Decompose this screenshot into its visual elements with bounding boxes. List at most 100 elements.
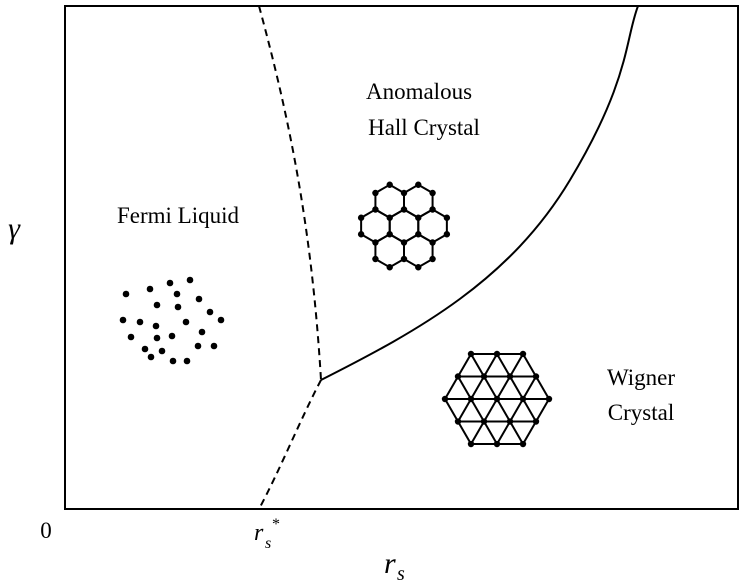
lattice-bond <box>496 375 511 400</box>
lattice-site <box>467 440 475 448</box>
lattice-bond <box>470 421 485 445</box>
hexagon-cell <box>374 233 405 269</box>
lattice-bond <box>470 398 485 423</box>
lattice-bond <box>522 398 537 423</box>
electron-dot <box>153 301 161 309</box>
electron-dot <box>194 342 202 350</box>
lattice-site <box>429 206 436 213</box>
lattice-bond <box>457 398 472 423</box>
lattice-site <box>415 181 422 188</box>
electron-dot <box>198 328 206 336</box>
electron-dot <box>141 345 149 353</box>
lattice-site <box>519 440 527 448</box>
lattice-site <box>400 189 408 197</box>
plot-frame <box>64 5 739 510</box>
lattice-site <box>506 373 514 380</box>
electron-dot <box>210 342 218 350</box>
critical-rs-base: r <box>254 520 264 546</box>
lattice-site <box>545 395 553 403</box>
wigner-label-line2: Crystal <box>608 400 674 425</box>
electron-dot <box>206 308 214 316</box>
lattice-bond <box>444 398 459 423</box>
hexagon-cell <box>374 183 405 219</box>
lattice-site <box>357 231 365 238</box>
triangular-lattice-icon <box>441 350 553 448</box>
lattice-site <box>493 440 501 448</box>
lattice-site <box>480 418 488 425</box>
lattice-site <box>357 214 365 221</box>
lattice-site <box>386 231 393 238</box>
electron-dot <box>174 303 182 311</box>
lattice-site <box>467 395 475 403</box>
x-axis-label: r s <box>384 547 405 583</box>
lattice-site <box>493 350 501 358</box>
electron-dot <box>153 334 161 342</box>
lattice-site <box>519 395 527 403</box>
lattice-site <box>429 239 436 246</box>
electron-dot <box>168 332 176 340</box>
electron-dot <box>136 318 144 326</box>
fermi-liquid-label: Fermi Liquid <box>117 203 240 228</box>
lattice-bond <box>483 421 498 445</box>
lattice-site <box>429 189 436 197</box>
lattice-site <box>506 418 514 425</box>
random-dots-icon <box>119 276 225 365</box>
lattice-site <box>493 395 501 403</box>
boundary-ahc-wigner <box>320 5 639 381</box>
lattice-site <box>454 373 462 380</box>
honeycomb-lattice-icon <box>357 181 451 271</box>
lattice-site <box>429 255 436 263</box>
lattice-site <box>415 231 422 238</box>
lattice-site <box>519 350 527 358</box>
lattice-bond <box>457 353 472 377</box>
lattice-site <box>532 418 540 425</box>
lattice-site <box>386 264 393 271</box>
lattice-site <box>443 231 451 238</box>
lattice-site <box>415 214 422 221</box>
x-axis-label-sub: s <box>397 563 405 583</box>
lattice-site <box>386 181 393 188</box>
electron-dot <box>217 316 225 324</box>
electron-dot <box>182 318 190 326</box>
lattice-bond <box>496 398 511 423</box>
lattice-bond <box>535 375 550 400</box>
lattice-site <box>467 350 475 358</box>
electron-dot <box>166 279 174 287</box>
lattice-site <box>441 395 449 403</box>
lattice-bond <box>509 398 524 423</box>
electron-dot <box>152 322 160 330</box>
lattice-bond <box>470 353 485 377</box>
electron-dot <box>146 285 154 293</box>
lattice-bond <box>470 375 485 400</box>
lattice-bond <box>444 375 459 400</box>
lattice-site <box>400 206 408 213</box>
origin-label: 0 <box>40 518 52 543</box>
electron-dot <box>147 353 155 361</box>
lattice-site <box>480 373 488 380</box>
electron-dot <box>186 276 194 284</box>
boundary-fermi-wigner <box>258 379 322 510</box>
electron-dot <box>127 333 135 341</box>
lattice-bond <box>535 398 550 423</box>
lattice-site <box>400 239 408 246</box>
lattice-site <box>415 264 422 271</box>
ahc-label-line1: Anomalous <box>366 79 472 104</box>
lattice-site <box>372 206 379 213</box>
lattice-site <box>372 255 379 263</box>
electron-dot <box>183 357 191 365</box>
lattice-site <box>400 255 408 263</box>
lattice-bond <box>496 421 511 445</box>
electron-dot <box>158 347 166 355</box>
y-axis-label: γ <box>8 212 21 245</box>
hexagon-cell <box>403 233 434 269</box>
lattice-bond <box>509 421 524 445</box>
lattice-bond <box>522 353 537 377</box>
ahc-label-line2: Hall Crystal <box>368 115 480 140</box>
lattice-bond <box>522 375 537 400</box>
electron-dot <box>195 295 203 303</box>
lattice-bond <box>496 353 511 377</box>
lattice-bond <box>483 375 498 400</box>
critical-rs-sub: s <box>265 535 271 552</box>
lattice-bond <box>457 421 472 445</box>
